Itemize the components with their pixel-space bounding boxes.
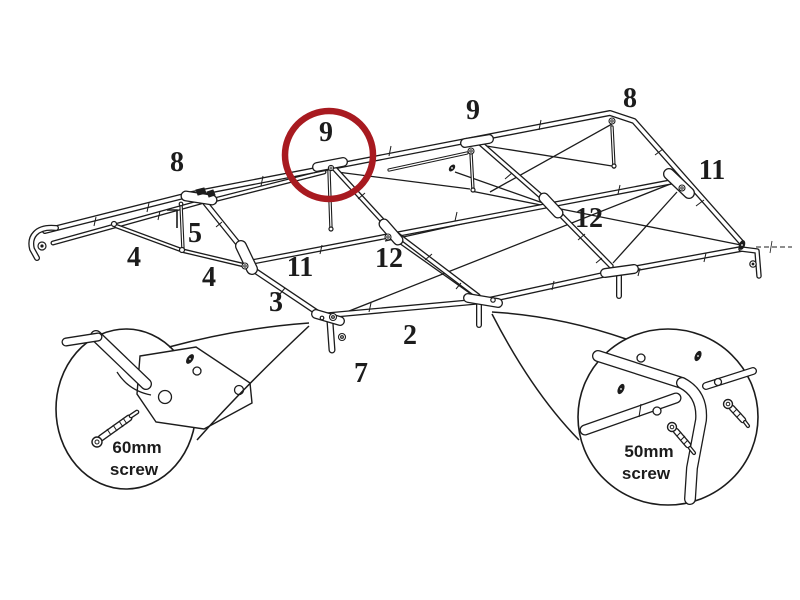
callout-60mm-size-text: 60mm (112, 438, 161, 457)
label-2: 2 (403, 320, 417, 351)
label-7: 7 (354, 358, 368, 389)
label-4-left: 4 (127, 242, 141, 273)
callout-50mm: 50mm screw (577, 328, 759, 506)
highlight-ring-part-9 (281, 107, 377, 203)
callout-leader-lines (168, 311, 627, 441)
callout-60mm: 60mm screw (55, 328, 253, 490)
cable-linework (336, 123, 792, 316)
callout-50mm-size-text: 50mm (624, 442, 673, 461)
label-11-left: 11 (287, 252, 313, 283)
callout-60mm-word-text: screw (110, 460, 159, 479)
label-3: 3 (269, 287, 283, 318)
label-9-right: 9 (466, 95, 480, 126)
magnified-detail-callouts: 60mm screw 50mm screw (55, 328, 759, 506)
label-9-circled: 9 (319, 117, 333, 148)
label-11-right: 11 (699, 155, 725, 186)
label-12-left: 12 (375, 243, 403, 274)
label-5: 5 (188, 218, 202, 249)
frame-tube-linework (28, 110, 762, 354)
red-highlight-circle (281, 107, 377, 203)
callout-50mm-word-text: screw (622, 464, 671, 483)
label-8-right: 8 (623, 83, 637, 114)
joint-bolt-details (37, 117, 757, 342)
label-12-right: 12 (575, 203, 603, 234)
label-4-mid: 4 (202, 262, 216, 293)
label-8-left: 8 (170, 147, 184, 178)
